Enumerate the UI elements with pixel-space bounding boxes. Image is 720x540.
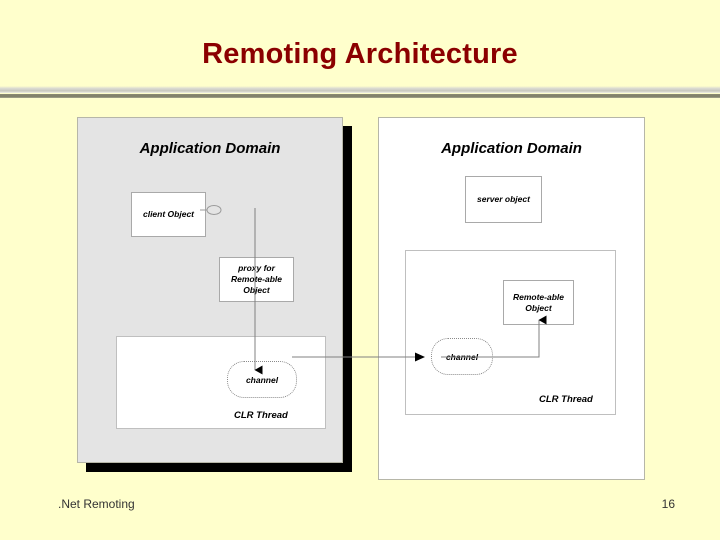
- right-domain-title: Application Domain: [441, 140, 582, 157]
- client-object-label: client Object: [142, 209, 194, 219]
- left-domain-title: Application Domain: [139, 140, 281, 157]
- remote-able-object-box[interactable]: Remote-able Object: [503, 280, 574, 325]
- page-title: Remoting Architecture: [202, 38, 518, 70]
- left-application-domain: Application Domain client Object proxy f…: [77, 117, 343, 463]
- proxy-label-line1: proxy for: [238, 263, 275, 273]
- right-channel-shape[interactable]: channel: [431, 338, 493, 375]
- left-channel-label: channel: [245, 374, 279, 385]
- right-application-domain: Application Domain server object Remote-…: [378, 117, 645, 480]
- client-object-box[interactable]: client Object: [131, 192, 206, 237]
- right-clr-thread-box: [405, 250, 616, 415]
- footer-text: .Net Remoting: [58, 497, 135, 511]
- server-object-box[interactable]: server object: [465, 176, 542, 223]
- divider-bar-dark: [0, 94, 720, 98]
- proxy-box[interactable]: proxy for Remote-able Object: [219, 257, 294, 302]
- proxy-label-line2: Remote-able: [230, 274, 282, 284]
- proxy-label-line3: Object: [243, 285, 270, 295]
- right-channel-label: channel: [445, 351, 479, 362]
- left-channel-shape[interactable]: channel: [227, 361, 297, 398]
- slide-page-number: 16: [661, 497, 675, 511]
- remote-able-object-label-line1: Remote-able: [512, 291, 564, 302]
- right-clr-thread-label: CLR Thread: [539, 394, 593, 405]
- divider-bar-light: [0, 86, 720, 93]
- title-divider: [0, 86, 720, 100]
- remote-able-object-label-line2: Object: [525, 302, 552, 313]
- left-clr-thread-label: CLR Thread: [234, 410, 288, 421]
- server-object-label: server object: [477, 194, 530, 204]
